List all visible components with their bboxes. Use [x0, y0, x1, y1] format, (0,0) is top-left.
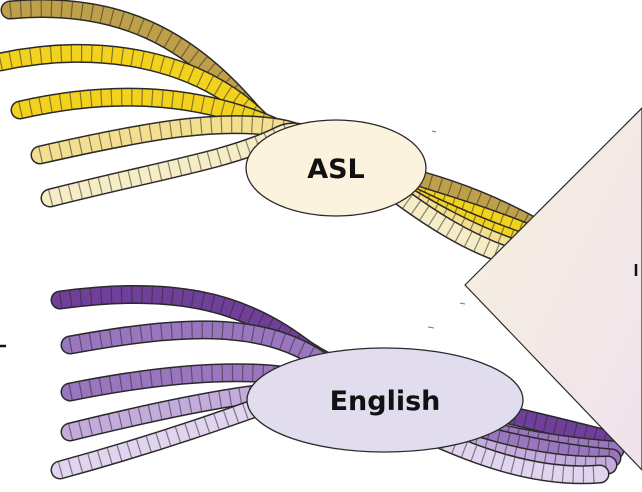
- english-label-group: English: [246, 347, 524, 453]
- merge-panel: [464, 107, 642, 471]
- english-oval: [246, 347, 524, 453]
- english-label: English: [330, 386, 441, 417]
- tick-mark: [431, 130, 437, 133]
- asl-label: ASL: [307, 154, 365, 185]
- asl-strand-twist: [48, 123, 544, 273]
- asl-oval: [245, 119, 427, 217]
- tick-mark: [459, 302, 466, 305]
- english-strand-twist: [68, 381, 609, 474]
- tick-mark: [427, 326, 435, 329]
- asl-label-group: ASL: [245, 119, 427, 217]
